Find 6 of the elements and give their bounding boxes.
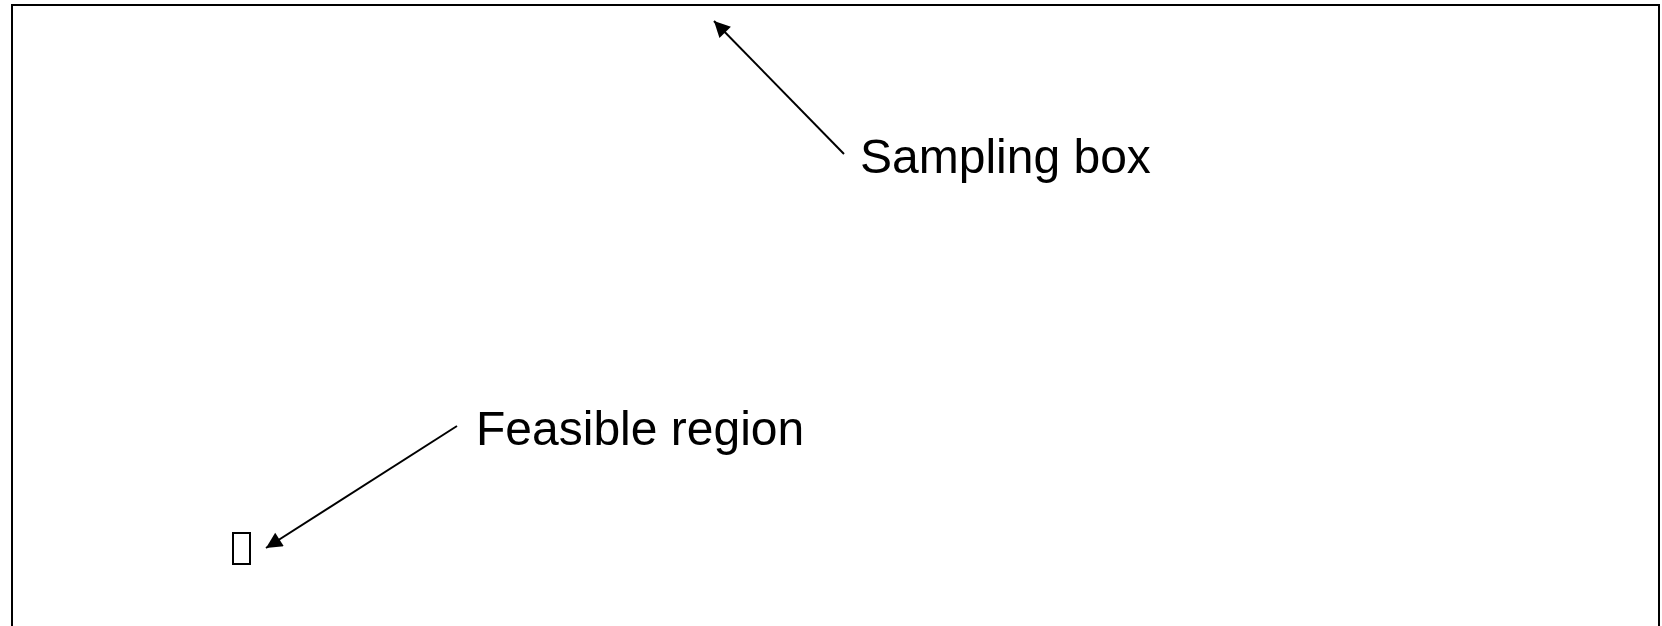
leader-arrow [713,20,845,155]
callout-label: Sampling box [860,130,1151,184]
callout-label: Feasible region [476,402,805,456]
sampling-region-box [11,4,1660,626]
feasible-region-box [232,532,251,565]
leader-arrow [265,425,458,549]
